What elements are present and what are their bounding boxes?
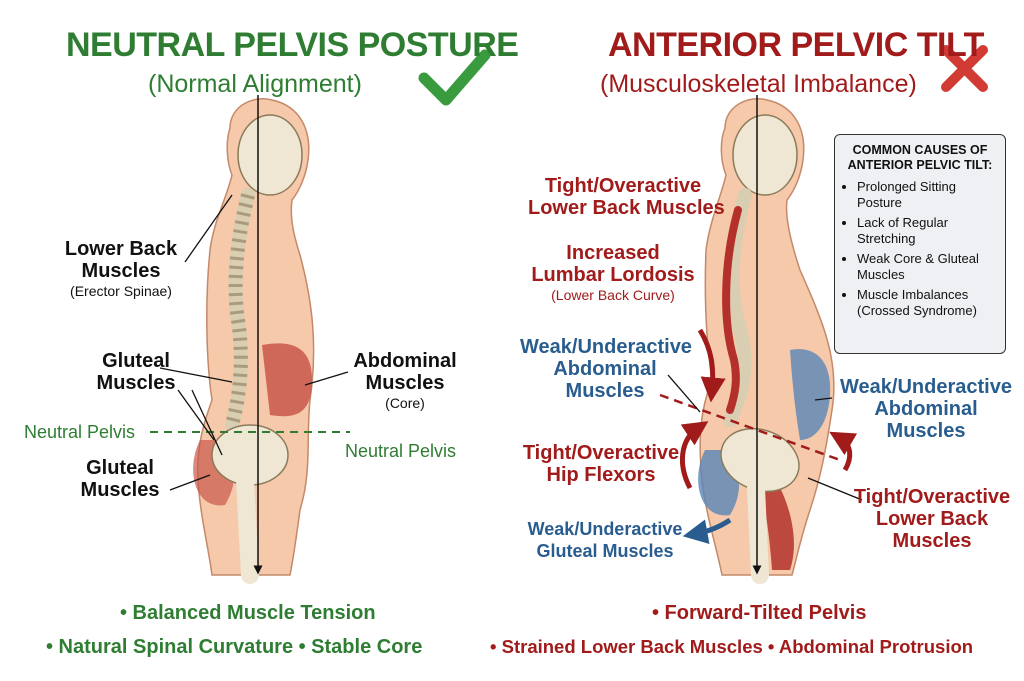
neutral-skull (237, 114, 303, 196)
gluteal-top-label: Gluteal Muscles (96, 350, 176, 394)
cause-item: Lack of Regular Stretching (857, 215, 997, 247)
cause-item: Weak Core & Gluteal Muscles (857, 251, 997, 283)
gluteal-bottom-label: Gluteal Muscles (80, 457, 160, 501)
left-subtitle: (Normal Alignment) (148, 70, 362, 98)
neutral-pelvis-right-label: Neutral Pelvis (345, 441, 457, 461)
left-bullet-2: • Natural Spinal Curvature • Stable Core (46, 636, 423, 658)
x-mark-icon (941, 45, 988, 92)
left-pointer-lines (159, 194, 349, 491)
right-title: ANTERIOR PELVIC TILT (608, 26, 984, 64)
tilted-skull (732, 114, 798, 196)
tight-lower-back-right-label: Tight/Overactive Lower Back Muscles (853, 486, 1011, 552)
tilted-body-figure (698, 95, 835, 584)
neutral-body-figure (193, 95, 315, 584)
tight-lower-back-label: Tight/Overactive Lower Back Muscles (528, 175, 725, 219)
weak-gluteal-label: Weak/Underactive Gluteal Muscles (527, 519, 683, 561)
tight-hip-flexors-label: Tight/Overactive Hip Flexors (522, 442, 680, 486)
common-causes-box: COMMON CAUSES OF ANTERIOR PELVIC TILT: P… (834, 134, 1006, 354)
lumbar-lordosis-label: Increased Lumbar Lordosis (Lower Back Cu… (531, 242, 695, 303)
right-bullet-1: • Forward-Tilted Pelvis (652, 602, 867, 624)
right-subtitle: (Musculoskeletal Imbalance) (600, 70, 917, 98)
neutral-pelvis-left-label: Neutral Pelvis (24, 422, 136, 442)
check-mark-icon (418, 49, 491, 106)
tilted-hip-flexor (760, 470, 794, 570)
right-bullet-2: • Strained Lower Back Muscles • Abdomina… (490, 636, 974, 657)
tilted-pelvis-line (659, 393, 841, 462)
cause-item: Muscle Imbalances (Crossed Syndrome) (857, 287, 997, 319)
lower-back-label: Lower Back Muscles (Erector Spinae) (64, 238, 178, 299)
causes-heading: COMMON CAUSES OF ANTERIOR PELVIC TILT: (847, 143, 993, 172)
abdominal-label: Abdominal Muscles (Core) (353, 350, 457, 411)
neutral-abdominal-muscle (262, 343, 312, 417)
cause-item: Prolonged Sitting Posture (857, 179, 997, 211)
weak-abdominal-left-label: Weak/Underactive Abdominal Muscles (520, 336, 692, 402)
left-title: NEUTRAL PELVIS POSTURE (66, 26, 519, 64)
neutral-femur (236, 471, 259, 584)
tilted-erector-muscle (722, 206, 742, 414)
right-pointer-lines (667, 374, 863, 501)
left-bullet-1: • Balanced Muscle Tension (120, 602, 376, 624)
right-arrows (679, 328, 858, 545)
weak-abdominal-right-label: Weak/Underactive Abdominal Muscles (840, 376, 1012, 442)
causes-list: Prolonged Sitting Posture Lack of Regula… (843, 179, 997, 319)
tilted-abdominal-muscle (790, 349, 831, 440)
